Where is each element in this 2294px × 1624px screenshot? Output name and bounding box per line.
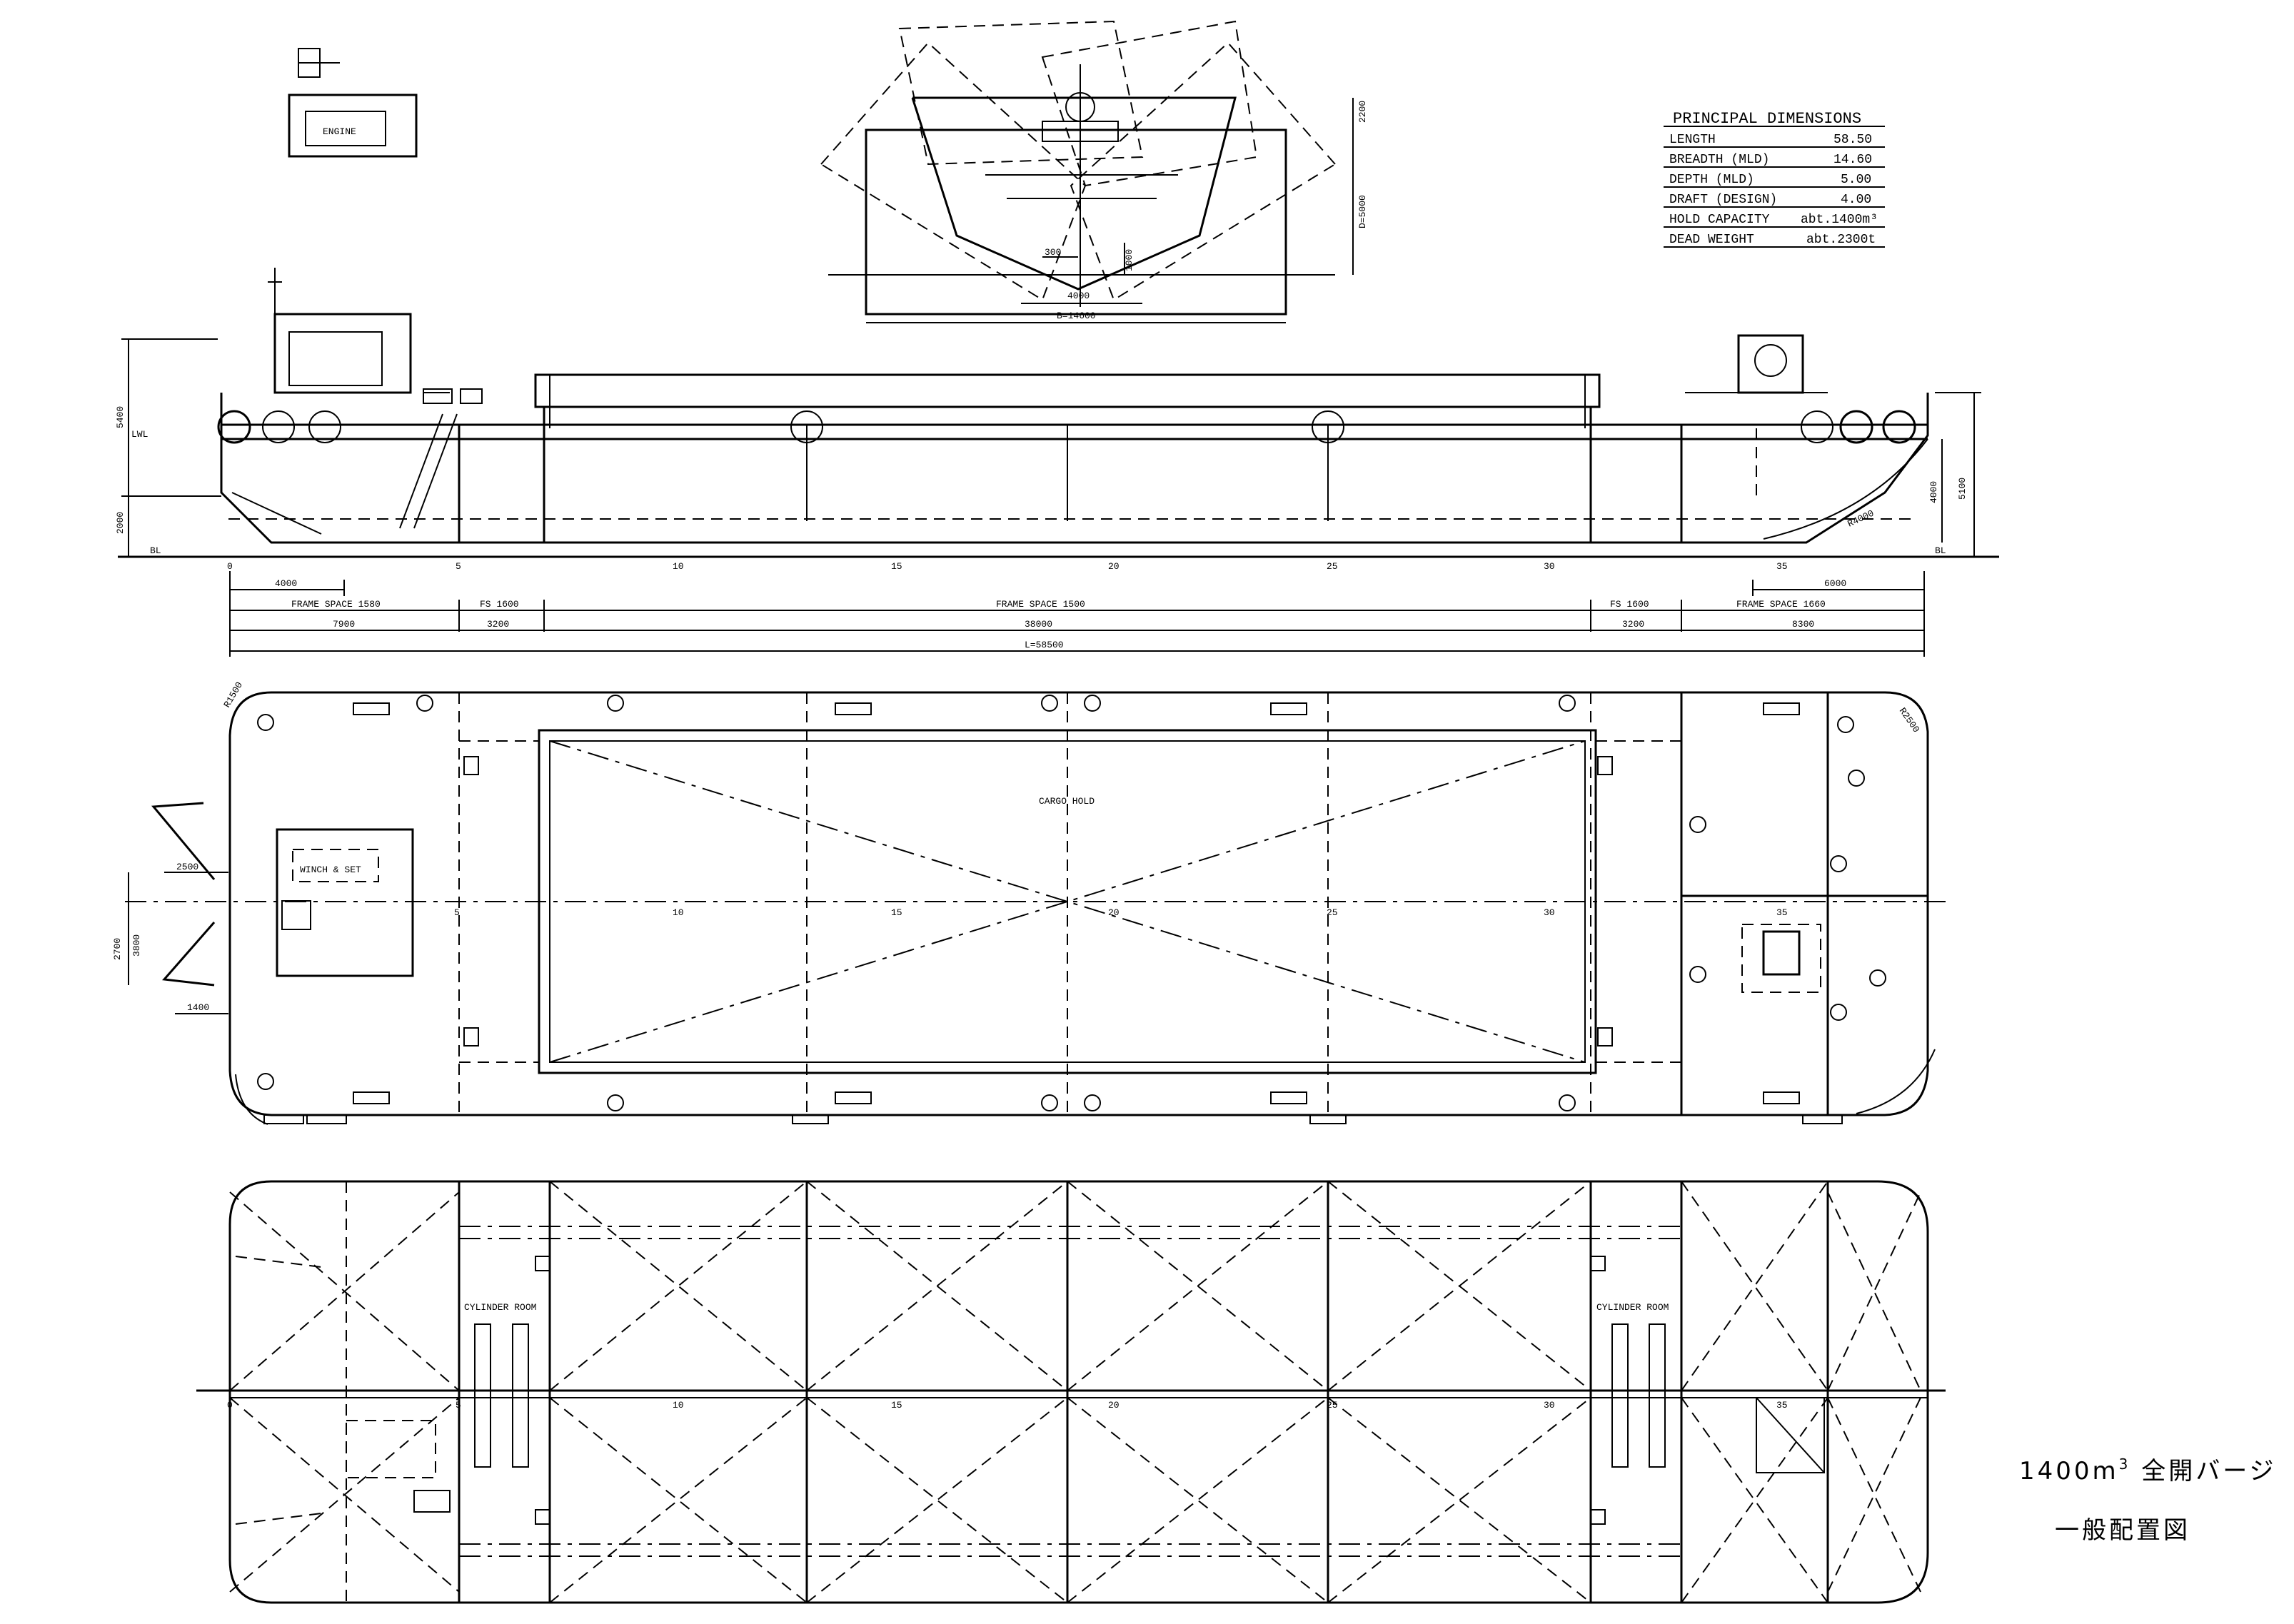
pd-label-length: LENGTH: [1669, 133, 1716, 147]
dim-38000: 38000: [1025, 619, 1052, 630]
deck-frame-10: 10: [673, 907, 684, 918]
deck-frame-30: 30: [1544, 907, 1555, 918]
pd-label-breadth: BREADTH (MLD): [1669, 153, 1769, 167]
label-bl-right: BL: [1935, 545, 1946, 556]
radius-r1500: R1500: [221, 680, 244, 710]
principal-dimensions-table: PRINCIPAL DIMENSIONS LENGTH 58.50 BREADT…: [1664, 110, 1885, 248]
deck-frame-20: 20: [1108, 907, 1120, 918]
label-r4000: R4000: [1846, 508, 1876, 530]
dim-fs-1600-right: FS 1600: [1610, 599, 1649, 610]
profile-view: 5400 LWL 2000 BL 5100 4000 BL R4000 0 5 …: [115, 268, 1999, 657]
frame-0: 0: [227, 561, 233, 572]
hold-frame-20: 20: [1108, 1400, 1120, 1411]
cargo-hold-label: CARGO HOLD: [1039, 796, 1095, 807]
winch-set-label: WINCH & SET: [300, 864, 361, 875]
hold-frame-30: 30: [1544, 1400, 1555, 1411]
frame-5: 5: [456, 561, 461, 572]
deck-frame-35: 35: [1776, 907, 1788, 918]
dim-2700: 2700: [112, 938, 123, 960]
pd-value-depth: 5.00: [1841, 173, 1871, 187]
dim-depth: D=5000: [1357, 195, 1368, 228]
pd-value-length: 58.50: [1833, 133, 1872, 147]
label-bl-left: BL: [150, 545, 161, 556]
pd-value-deadweight: abt.2300t: [1806, 233, 1876, 247]
engine-label: ENGINE: [323, 126, 356, 137]
dim-5100: 5100: [1957, 478, 1968, 500]
dim-4000: 4000: [1067, 291, 1090, 301]
dim-300: 300: [1045, 247, 1061, 258]
pd-label-deadweight: DEAD WEIGHT: [1669, 233, 1754, 247]
dim-1000: 1000: [1124, 249, 1135, 271]
title-line-1: 1400m3 全開バージ: [2019, 1456, 2277, 1486]
frame-20: 20: [1108, 561, 1120, 572]
bollards: [257, 695, 1886, 1111]
dim-fs-1660: FRAME SPACE 1660: [1736, 599, 1826, 610]
dim-2500: 2500: [176, 862, 198, 872]
pd-value-draft: 4.00: [1841, 193, 1871, 207]
hold-frame-0: 0: [227, 1400, 233, 1411]
engine-schematic: ENGINE: [288, 48, 418, 158]
frame-30: 30: [1544, 561, 1555, 572]
label-lwl: LWL: [131, 429, 148, 440]
hold-cross-bracing: [229, 1181, 1921, 1603]
deck-frame-5: 5: [454, 907, 460, 918]
cylinder-room-left: CYLINDER ROOM: [464, 1302, 536, 1313]
dim-8300: 8300: [1792, 619, 1814, 630]
cylinder-room-right: CYLINDER ROOM: [1596, 1302, 1669, 1313]
frame-25: 25: [1327, 561, 1338, 572]
profile-frame-numbers: 0 5 10 15 20 25 30 35: [227, 561, 1788, 572]
dim-4000-right: 4000: [1928, 481, 1939, 503]
pd-value-breadth: 14.60: [1833, 153, 1872, 167]
frame-35: 35: [1776, 561, 1788, 572]
dim-3200-right: 3200: [1622, 619, 1644, 630]
hold-frame-25: 25: [1327, 1400, 1338, 1411]
hold-frame-15: 15: [891, 1400, 902, 1411]
deck-frame-numbers: 5 10 15 20 25 30 35: [454, 907, 1788, 918]
dim-fs-1580: FRAME SPACE 1580: [291, 599, 381, 610]
dim-2200: 2200: [1357, 101, 1368, 123]
deck-frame-15: 15: [891, 907, 902, 918]
pd-value-hold: abt.1400m³: [1801, 213, 1878, 227]
dim-7900: 7900: [333, 619, 355, 630]
hold-frame-10: 10: [673, 1400, 684, 1411]
dim-1400: 1400: [187, 1002, 209, 1013]
frame-15: 15: [891, 561, 902, 572]
deck-frame-25: 25: [1327, 907, 1338, 918]
dim-breadth: B=14600: [1057, 311, 1096, 321]
pd-label-depth: DEPTH (MLD): [1669, 173, 1754, 187]
pd-heading: PRINCIPAL DIMENSIONS: [1673, 110, 1861, 128]
dim-fs-1600-left: FS 1600: [480, 599, 519, 610]
deck-plan: CARGO HOLD WINCH & SET 2500 2700 3800 14…: [112, 680, 1946, 1125]
dim-3800: 3800: [131, 934, 142, 957]
hold-frame-35: 35: [1776, 1400, 1788, 1411]
hold-frame-5: 5: [456, 1400, 461, 1411]
dim-5400: 5400: [115, 406, 126, 428]
dim-4000-stern: 4000: [275, 578, 297, 589]
title-line-2: 一般配置図: [2055, 1516, 2190, 1545]
hold-plan: CYLINDER ROOM CYLINDER ROOM 0 5 10 15 20…: [196, 1180, 1946, 1604]
dim-2000: 2000: [115, 512, 126, 534]
dim-3200-left: 3200: [487, 619, 509, 630]
pd-label-draft: DRAFT (DESIGN): [1669, 193, 1777, 207]
radius-r2500: R2500: [1897, 706, 1922, 735]
dim-fs-1500: FRAME SPACE 1500: [996, 599, 1085, 610]
dim-6000-bow: 6000: [1824, 578, 1846, 589]
hold-frame-numbers: 0 5 10 15 20 25 30 35: [227, 1400, 1788, 1411]
pd-label-hold: HOLD CAPACITY: [1669, 213, 1770, 227]
dim-total-length: L=58500: [1025, 640, 1064, 650]
frame-10: 10: [673, 561, 684, 572]
drawing-title: 1400m3 全開バージ 一般配置図: [2019, 1456, 2277, 1545]
midship-section: 2200 D=5000 300 1000 4000 B=14600: [820, 20, 1368, 323]
